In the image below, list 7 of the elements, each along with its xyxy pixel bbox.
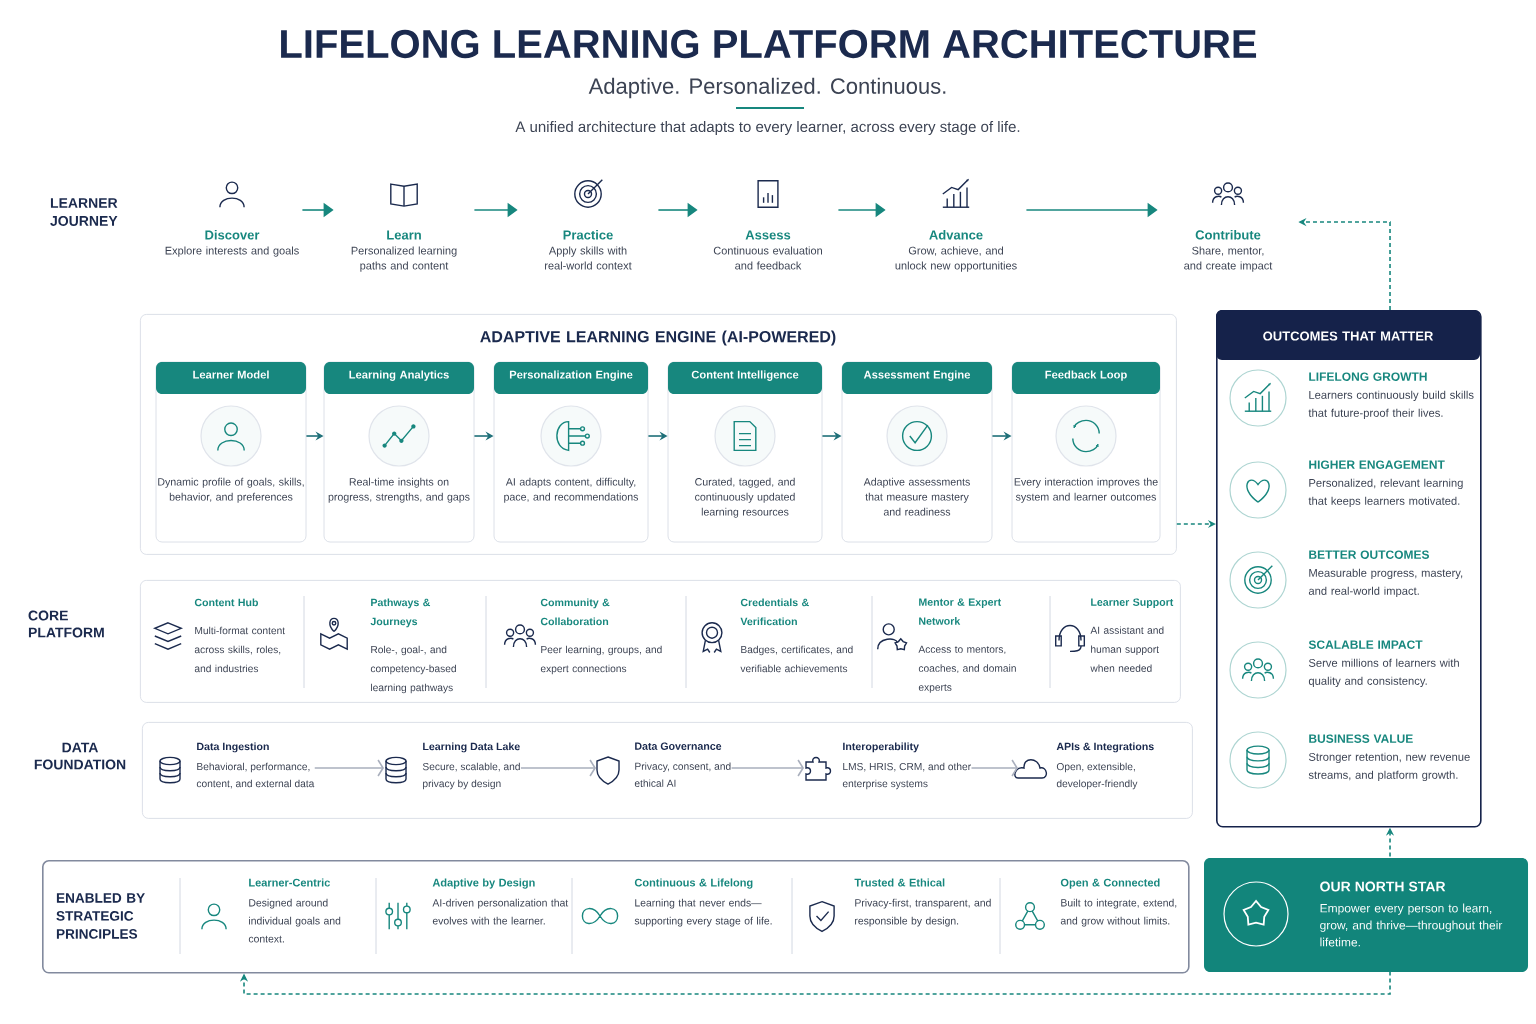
chevron-arrow xyxy=(730,759,804,777)
chevron-arrow xyxy=(520,759,596,777)
dashed-arrow xyxy=(239,970,1391,995)
chevron-arrow xyxy=(313,759,384,777)
title: LIFELONG LEARNING PLATFORM ARCHITECTURE xyxy=(281,29,1257,59)
chevron-arrow xyxy=(970,759,1018,777)
subtitle: Adaptive. Personalized. Continuous. xyxy=(588,77,946,99)
